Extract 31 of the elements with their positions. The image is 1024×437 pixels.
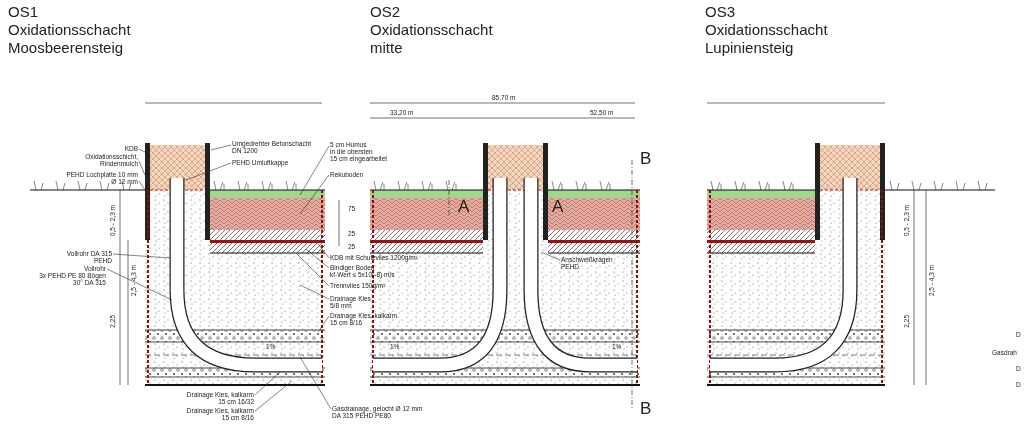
- leader-line: [106, 268, 173, 301]
- leader-line: [138, 160, 146, 176]
- title-text: Moosbeerensteig: [8, 40, 124, 56]
- leader-line: [299, 284, 330, 300]
- leader-line: [138, 148, 146, 153]
- leader-line: [210, 144, 232, 151]
- leader-line: [185, 162, 232, 181]
- leader-line: [315, 240, 330, 259]
- leader-line: [295, 252, 330, 287]
- leader-line: [540, 251, 561, 261]
- leader-line: [299, 174, 330, 215]
- title-text: mitte: [370, 40, 403, 56]
- title-text: Oxidationsschacht: [370, 22, 493, 38]
- leader-line: [112, 253, 171, 259]
- section-marker: A: [552, 198, 564, 216]
- leader-line: [138, 180, 146, 191]
- title-text: Oxidationsschacht: [8, 22, 131, 38]
- leader-line: [299, 356, 332, 410]
- section-marker: A: [458, 198, 470, 216]
- title-text: OS3: [705, 4, 735, 20]
- leader-line: [317, 315, 330, 333]
- leader-line: [299, 145, 330, 196]
- section-marker: B: [640, 400, 652, 418]
- leader-line: [305, 248, 330, 269]
- section-marker: B: [640, 150, 652, 168]
- title-text: OS1: [8, 4, 38, 20]
- title-text: Lupiniensteig: [705, 40, 794, 56]
- title-text: OS2: [370, 4, 400, 20]
- leader-line: [254, 380, 293, 412]
- leader-line: [254, 371, 281, 396]
- title-text: Oxidationsschacht: [705, 22, 828, 38]
